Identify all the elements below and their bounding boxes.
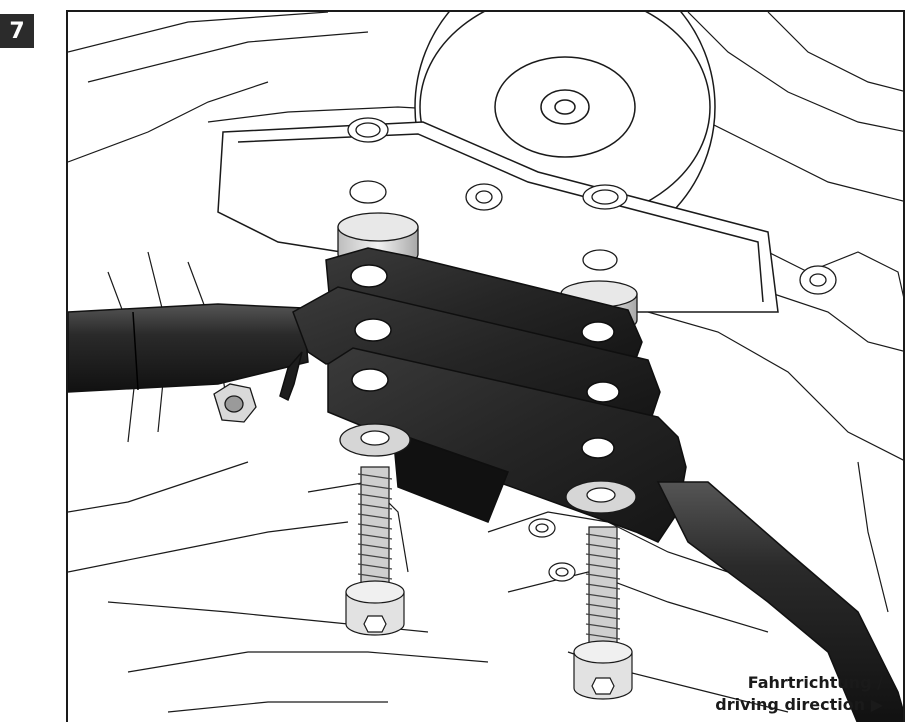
step-number-badge: 7 — [0, 14, 34, 48]
plate-holes — [347, 117, 837, 295]
caption-line-english: driving direction ▶ — [715, 695, 883, 714]
stabilizer-tube-right — [656, 481, 903, 722]
small-bolts — [528, 518, 576, 582]
washer-right — [565, 480, 637, 514]
caption-line-german: Fahrtrichtung / — [747, 673, 883, 692]
bolt-right — [573, 526, 633, 700]
hex-nut — [213, 383, 257, 423]
bracket-plate-middle — [279, 286, 661, 423]
illustration-frame: Fahrtrichtung / driving direction ▶ — [66, 10, 905, 722]
washer-left — [339, 423, 411, 457]
bolt-left — [345, 466, 405, 636]
stabilizer-tube-left — [68, 303, 309, 393]
driving-direction-caption: Fahrtrichtung / driving direction ▶ — [715, 672, 883, 716]
mounting-illustration — [68, 12, 903, 722]
